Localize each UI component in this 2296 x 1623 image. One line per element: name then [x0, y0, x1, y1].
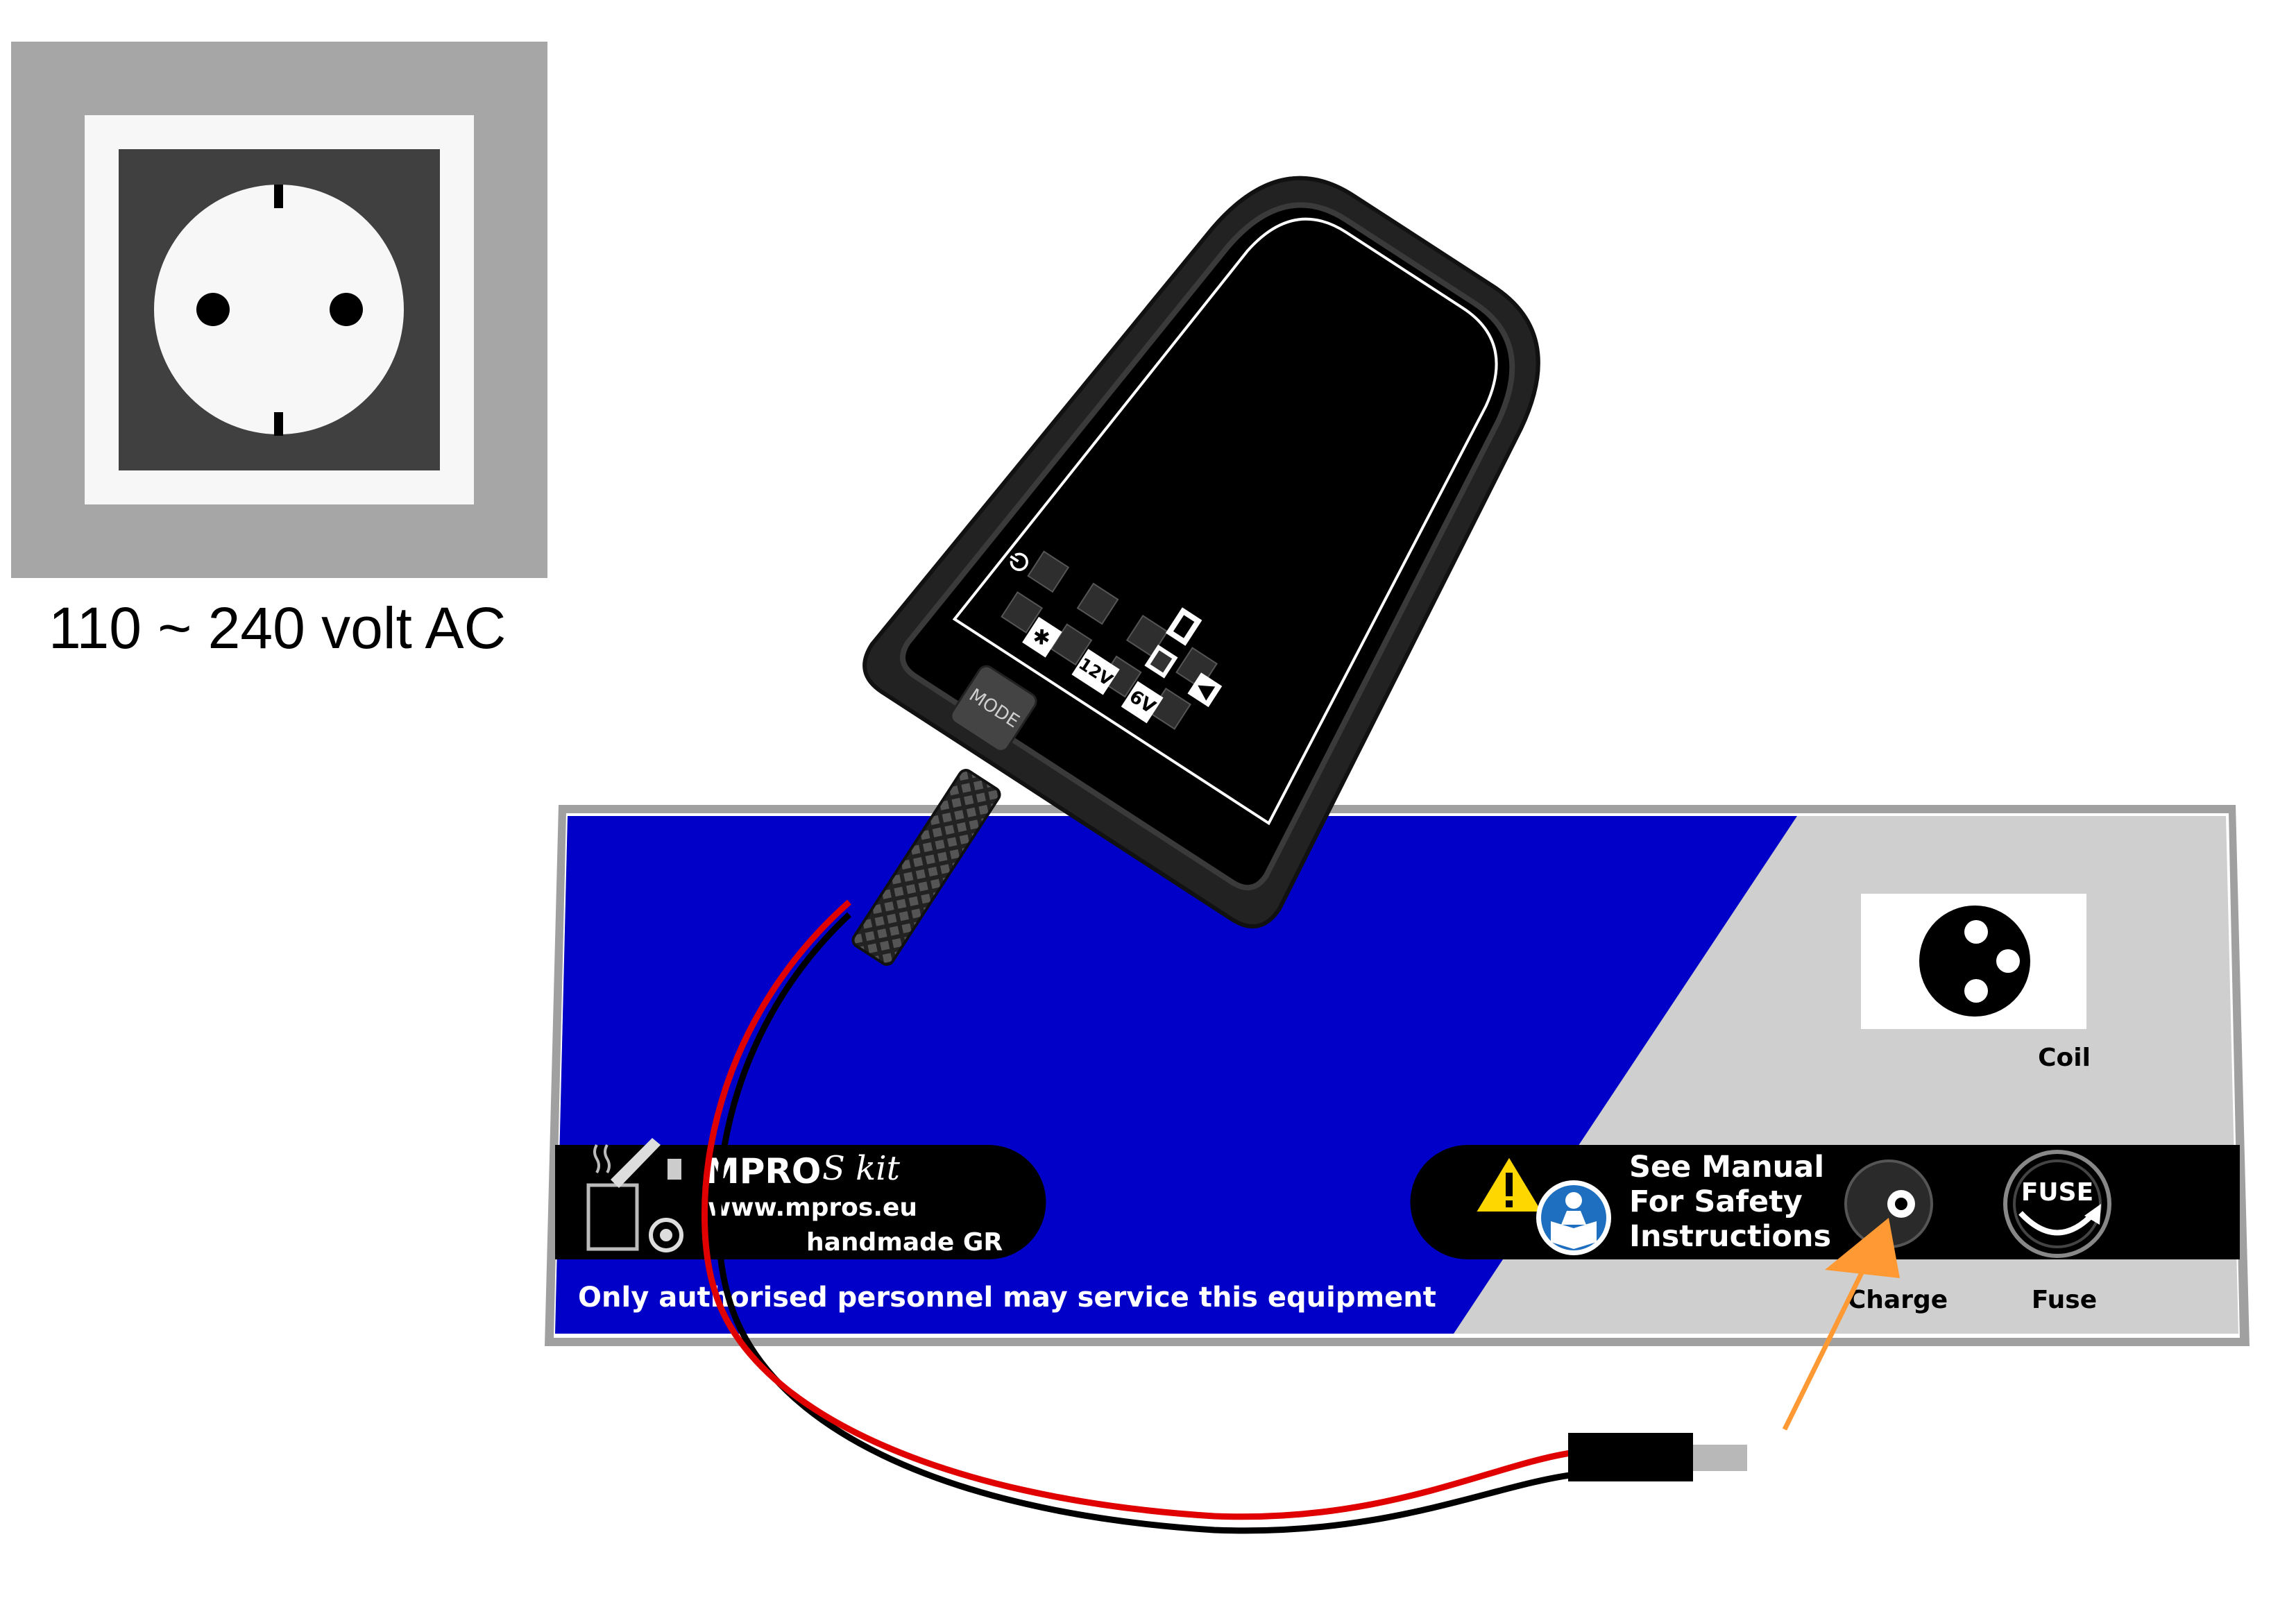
charger-cable [701, 899, 1576, 1534]
fuse-cap-label: FUSE [2021, 1178, 2093, 1207]
service-notice: Only authorised personnel may service th… [578, 1282, 1436, 1314]
button-grid [1001, 550, 1218, 730]
charge-label: Charge [1848, 1286, 1948, 1314]
read-manual-icon [1536, 1180, 1611, 1255]
brand-website: www.mpros.eu [708, 1193, 917, 1222]
charge-mode-icon [1187, 672, 1223, 708]
socket-hole-left [196, 293, 230, 326]
charger-button[interactable] [1001, 591, 1044, 634]
battery-level-icon [1144, 644, 1178, 679]
fuse-holder[interactable] [2003, 1150, 2111, 1258]
battery-icon [1165, 607, 1202, 646]
insert-arrow-icon [1782, 1218, 1900, 1431]
charge-jack[interactable] [1844, 1159, 1933, 1248]
charger-button[interactable] [1076, 582, 1119, 625]
brand-origin: handmade GR [806, 1228, 1003, 1257]
fuse-arrow-icon [2018, 1211, 2096, 1236]
brand-logo-icon [586, 1138, 683, 1252]
safety-line-2: For Safety [1629, 1184, 1803, 1219]
charger-button[interactable] [1027, 550, 1070, 593]
brand-script: S kit [822, 1149, 901, 1188]
mode-button[interactable] [948, 663, 1039, 754]
voltage-label: 110 ~ 240 volt AC [49, 595, 506, 661]
coil-connector[interactable] [1861, 894, 2086, 1029]
socket-face [154, 185, 404, 434]
warning-icon [1472, 1153, 1547, 1214]
barrel-plug[interactable] [1568, 1433, 1747, 1481]
safety-line-1: See Manual [1629, 1150, 1824, 1184]
socket-hole-right [330, 293, 363, 326]
coil-label: Coil [2038, 1044, 2091, 1072]
wall-socket [11, 42, 547, 578]
device-front-panel: MPRO S kit www.mpros.eu handmade GR Only… [545, 805, 2250, 1346]
fuse-label: Fuse [2032, 1286, 2097, 1314]
cable-strain-relief [851, 769, 1001, 966]
battery-charger: MODE ✱ 12V 6V ⏻ [851, 176, 1540, 966]
safety-line-3: Instructions [1629, 1219, 1831, 1254]
